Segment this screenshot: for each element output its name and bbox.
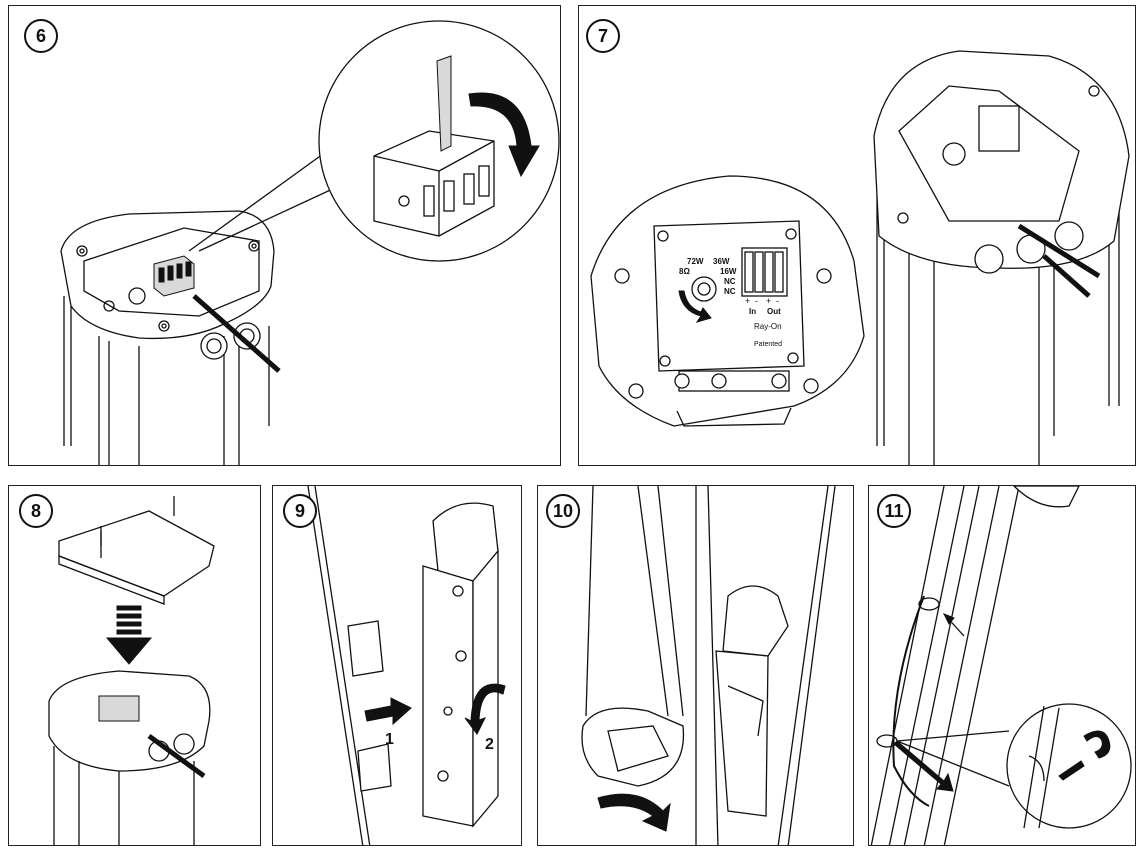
step-6-number: 6 <box>24 19 58 53</box>
brand-label: Ray-On <box>754 322 782 331</box>
dial-knob[interactable] <box>691 276 717 302</box>
cover-plate <box>58 510 215 597</box>
arrow-clip <box>893 740 954 792</box>
step-8-number: 8 <box>19 494 53 528</box>
arrow-2-label: 2 <box>485 736 494 753</box>
rotate-arrow <box>597 793 671 832</box>
terminal-strip <box>741 247 788 297</box>
patent-label: Patented <box>754 341 782 348</box>
step-11-number: 11 <box>877 494 911 528</box>
cable <box>892 595 930 807</box>
clip-detail-magnifier <box>1006 703 1132 829</box>
step-6-panel: 6 <box>8 5 561 466</box>
step-9-number: 9 <box>283 494 317 528</box>
dial-label-16w: 16W <box>720 267 737 276</box>
step-10-panel: 10 <box>537 485 854 846</box>
terminal-label-4: - <box>776 296 779 306</box>
wall-edge <box>307 486 364 845</box>
step-8-panel: 8 <box>8 485 261 846</box>
terminal-label-3: + <box>766 296 771 306</box>
arrow-2 <box>464 683 506 735</box>
step-9-illustration: 1 2 <box>307 486 506 845</box>
step-10-illustration <box>581 486 836 845</box>
dial-label-36w: 36W <box>713 257 730 266</box>
cable-gland-left <box>200 332 228 360</box>
step-11-illustration <box>870 486 1132 845</box>
label-in: In <box>749 307 756 316</box>
down-arrow <box>105 605 153 665</box>
speaker-column-side-view <box>715 585 789 817</box>
step-7-number: 7 <box>586 19 620 53</box>
terminal-label-1: + <box>745 296 750 306</box>
dial-label-nc-1: NC <box>724 277 736 286</box>
speaker-column <box>422 502 499 828</box>
step-7-illustration: 72W 36W 8Ω 16W NC NC + - + - In Out Ray-… <box>590 50 1130 465</box>
arrow-1-label: 1 <box>385 731 394 748</box>
step-6-illustration <box>60 20 560 465</box>
dial-label-8ohm: 8Ω <box>679 267 690 276</box>
terminal-label-2: - <box>755 296 758 306</box>
pole-with-open-top <box>876 186 1120 465</box>
dial-label-nc-2: NC <box>724 287 736 296</box>
pole-body <box>63 296 270 465</box>
speaker-column-rail <box>870 486 1020 845</box>
step-11-panel: 11 <box>868 485 1136 846</box>
step-9-panel: 9 1 2 <box>272 485 522 846</box>
rotate-arrow <box>468 92 540 178</box>
cable-gland-right <box>233 322 261 350</box>
step-10-number: 10 <box>546 494 580 528</box>
clip-icon <box>1083 730 1111 759</box>
arrow-1 <box>364 697 412 726</box>
label-out: Out <box>767 307 781 316</box>
cable <box>192 294 281 373</box>
dial-label-72w: 72W <box>687 257 704 266</box>
step-7-panel: 7 72W 36W 8Ω 16W NC NC + - + - In Out Ra… <box>578 5 1136 466</box>
step-8-illustration <box>48 496 215 845</box>
speaker-column-bottom-view <box>581 486 685 787</box>
terminal-block-detail <box>373 55 495 237</box>
terminal-block-small <box>153 255 195 297</box>
